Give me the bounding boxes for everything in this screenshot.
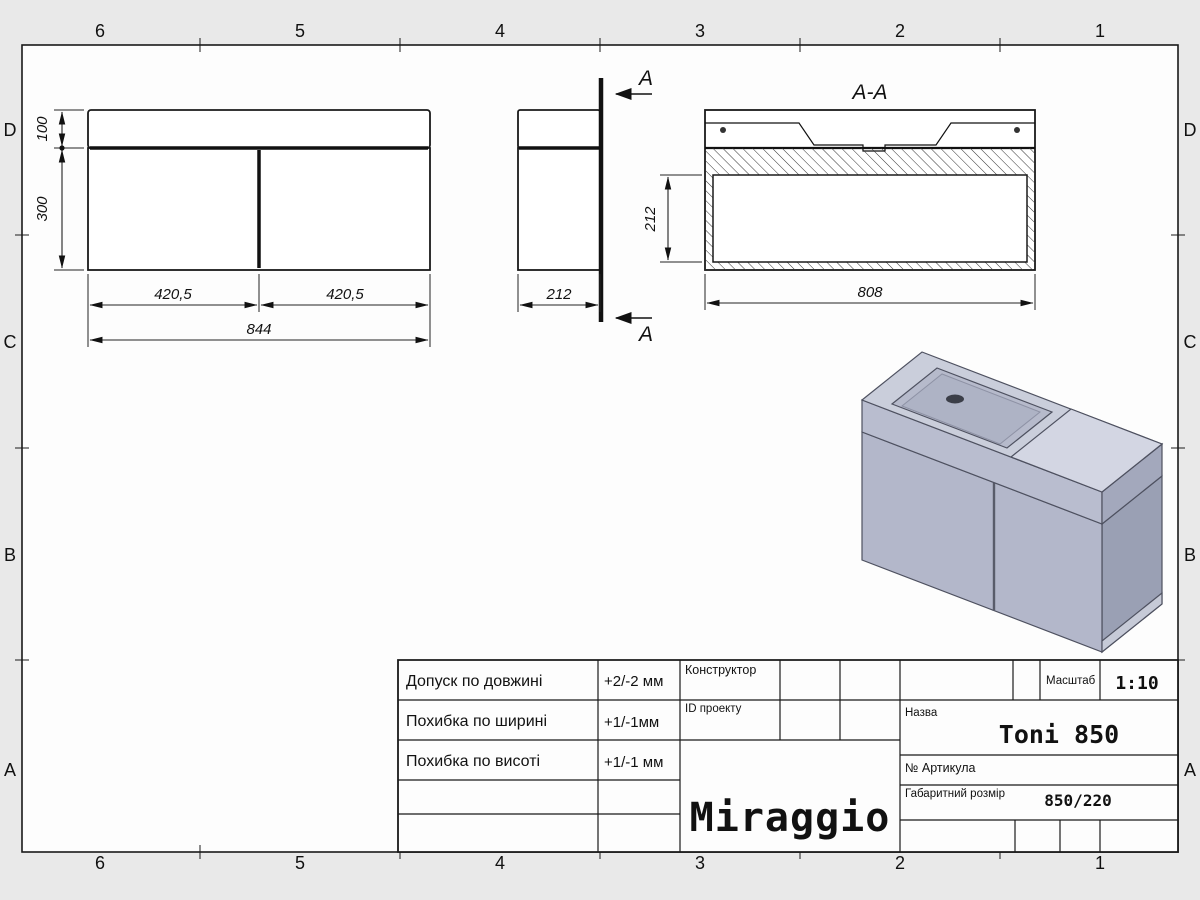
dim-countertop-height: 100 bbox=[34, 116, 51, 142]
zone-row-left: D bbox=[4, 120, 17, 140]
tolerance-width-value: +1/-1мм bbox=[604, 714, 659, 731]
iso-plinth bbox=[1101, 591, 1163, 654]
dim-cabinet-height: 300 bbox=[34, 196, 51, 222]
zone-col-bottom: 6 bbox=[95, 853, 105, 873]
title-block-border bbox=[397, 659, 1179, 853]
zone-row-right: D bbox=[1184, 120, 1197, 140]
name-label: Назва bbox=[905, 707, 938, 719]
zone-row-left: A bbox=[4, 760, 16, 780]
section-hatching bbox=[705, 148, 1035, 270]
zone-row-right: B bbox=[1184, 545, 1196, 565]
tolerance-length-value: +2/-2 мм bbox=[604, 673, 663, 690]
zone-col-bottom: 5 bbox=[295, 853, 305, 873]
zone-col-top: 1 bbox=[1095, 21, 1105, 41]
side-countertop bbox=[517, 109, 601, 149]
dim-section-height: 212 bbox=[642, 206, 659, 233]
dim-width-total: 844 bbox=[246, 321, 271, 338]
size-value: 850/220 bbox=[1044, 791, 1111, 810]
dim-width-right: 420,5 bbox=[326, 286, 364, 303]
section-label-bottom: A bbox=[637, 323, 653, 346]
zone-row-left: B bbox=[4, 545, 16, 565]
name-value: Toni 850 bbox=[999, 720, 1119, 749]
zone-col-bottom: 4 bbox=[495, 853, 505, 873]
zone-row-left: C bbox=[4, 332, 17, 352]
mount-hole-left bbox=[720, 127, 726, 133]
zone-col-bottom: 3 bbox=[695, 853, 705, 873]
scale-label: Масштаб bbox=[1046, 675, 1096, 687]
section-label-top: A bbox=[637, 67, 653, 90]
zone-col-top: 3 bbox=[695, 21, 705, 41]
front-countertop bbox=[87, 109, 431, 149]
side-view: A A 212 bbox=[517, 67, 653, 346]
mount-hole-right bbox=[1014, 127, 1020, 133]
section-title: A-A bbox=[850, 81, 887, 104]
zone-labels: 6 5 4 3 2 1 6 5 4 3 2 1 D C B A D C B A bbox=[4, 21, 1197, 873]
section-view: A-A 212 808 bbox=[642, 81, 1036, 310]
iso-basin-bottom bbox=[901, 373, 1041, 445]
iso-deck bbox=[1009, 408, 1164, 493]
section-inner-cavity bbox=[712, 174, 1028, 263]
side-cabinet bbox=[517, 147, 601, 271]
zone-row-right: A bbox=[1184, 760, 1196, 780]
constructor-label: Конструктор bbox=[685, 663, 756, 677]
dim-section-width: 808 bbox=[857, 284, 883, 301]
brand-logo: Miraggio bbox=[690, 795, 891, 841]
zone-row-right: C bbox=[1184, 332, 1197, 352]
tolerance-height-label: Похибка по висоті bbox=[406, 753, 540, 770]
article-label: № Артикула bbox=[905, 761, 975, 775]
title-block: Допуск по довжині +2/-2 мм Похибка по ши… bbox=[397, 659, 1179, 853]
zone-col-top: 6 bbox=[95, 21, 105, 41]
front-view: 100 300 420,5 420,5 844 bbox=[34, 109, 431, 347]
tolerance-height-value: +1/-1 мм bbox=[604, 754, 663, 771]
iso-drain-hole bbox=[946, 394, 964, 404]
zone-col-bottom: 2 bbox=[895, 853, 905, 873]
dim-depth: 212 bbox=[545, 286, 572, 303]
section-outline bbox=[704, 109, 1036, 271]
iso-view bbox=[860, 351, 1164, 654]
tolerance-width-label: Похибка по ширині bbox=[406, 713, 547, 730]
zone-col-top: 2 bbox=[895, 21, 905, 41]
size-label: Габаритний розмір bbox=[905, 788, 1005, 800]
dim-width-left: 420,5 bbox=[154, 286, 192, 303]
scale-value: 1:10 bbox=[1115, 673, 1158, 694]
zone-col-top: 5 bbox=[295, 21, 305, 41]
zone-col-top: 4 bbox=[495, 21, 505, 41]
project-id-label: ID проекту bbox=[685, 703, 742, 715]
zone-col-bottom: 1 bbox=[1095, 853, 1105, 873]
tolerance-length-label: Допуск по довжині bbox=[406, 673, 542, 690]
